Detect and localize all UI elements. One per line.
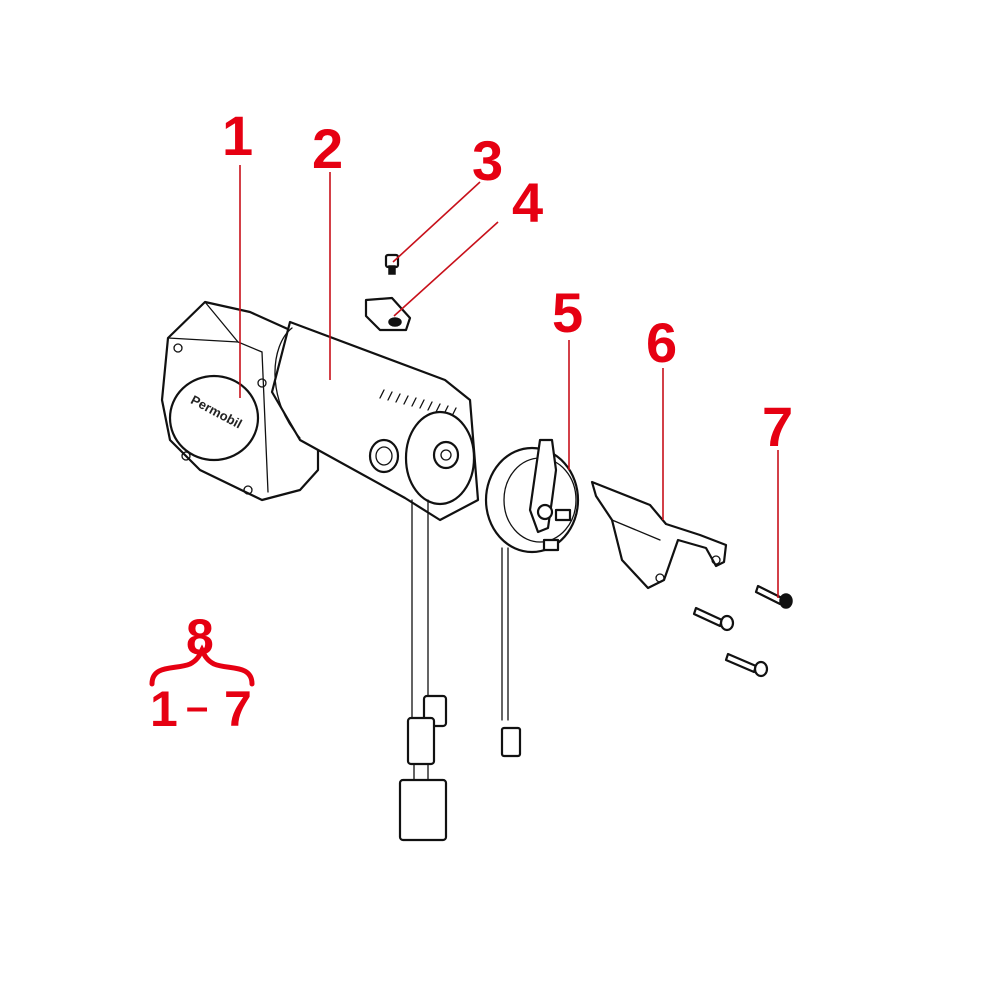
clip-screw bbox=[384, 253, 400, 275]
callout-7: 7 bbox=[762, 395, 793, 458]
kit-range-end: 7 bbox=[224, 681, 252, 737]
bolts bbox=[692, 584, 793, 678]
callout-6: 6 bbox=[646, 311, 677, 374]
motor-cooling-ribs bbox=[379, 389, 457, 417]
motor-cable bbox=[398, 499, 448, 842]
leader-line-4 bbox=[393, 221, 499, 317]
callout-2: 2 bbox=[312, 117, 343, 180]
leader-line-3 bbox=[392, 181, 481, 263]
kit-range-dash: – bbox=[186, 685, 208, 729]
kit-callout: 8 1 – 7 bbox=[149, 609, 255, 737]
kit-range-start: 1 bbox=[150, 681, 178, 737]
gearbox-housing: Permobil bbox=[160, 300, 320, 502]
callout-4: 4 bbox=[512, 171, 543, 234]
callout-numbers: 1 2 3 4 5 6 7 bbox=[222, 104, 793, 458]
bolt bbox=[724, 652, 769, 678]
callout-3: 3 bbox=[472, 129, 503, 192]
bolt bbox=[754, 584, 793, 609]
bolt bbox=[692, 606, 735, 632]
motor-body bbox=[270, 320, 480, 522]
cable-clip bbox=[364, 296, 412, 332]
callout-1: 1 bbox=[222, 104, 253, 167]
brake-bracket bbox=[590, 480, 728, 590]
callout-5: 5 bbox=[552, 281, 583, 344]
brake-assembly bbox=[484, 438, 580, 758]
leader-lines bbox=[239, 165, 779, 598]
kit-brace bbox=[149, 644, 255, 687]
